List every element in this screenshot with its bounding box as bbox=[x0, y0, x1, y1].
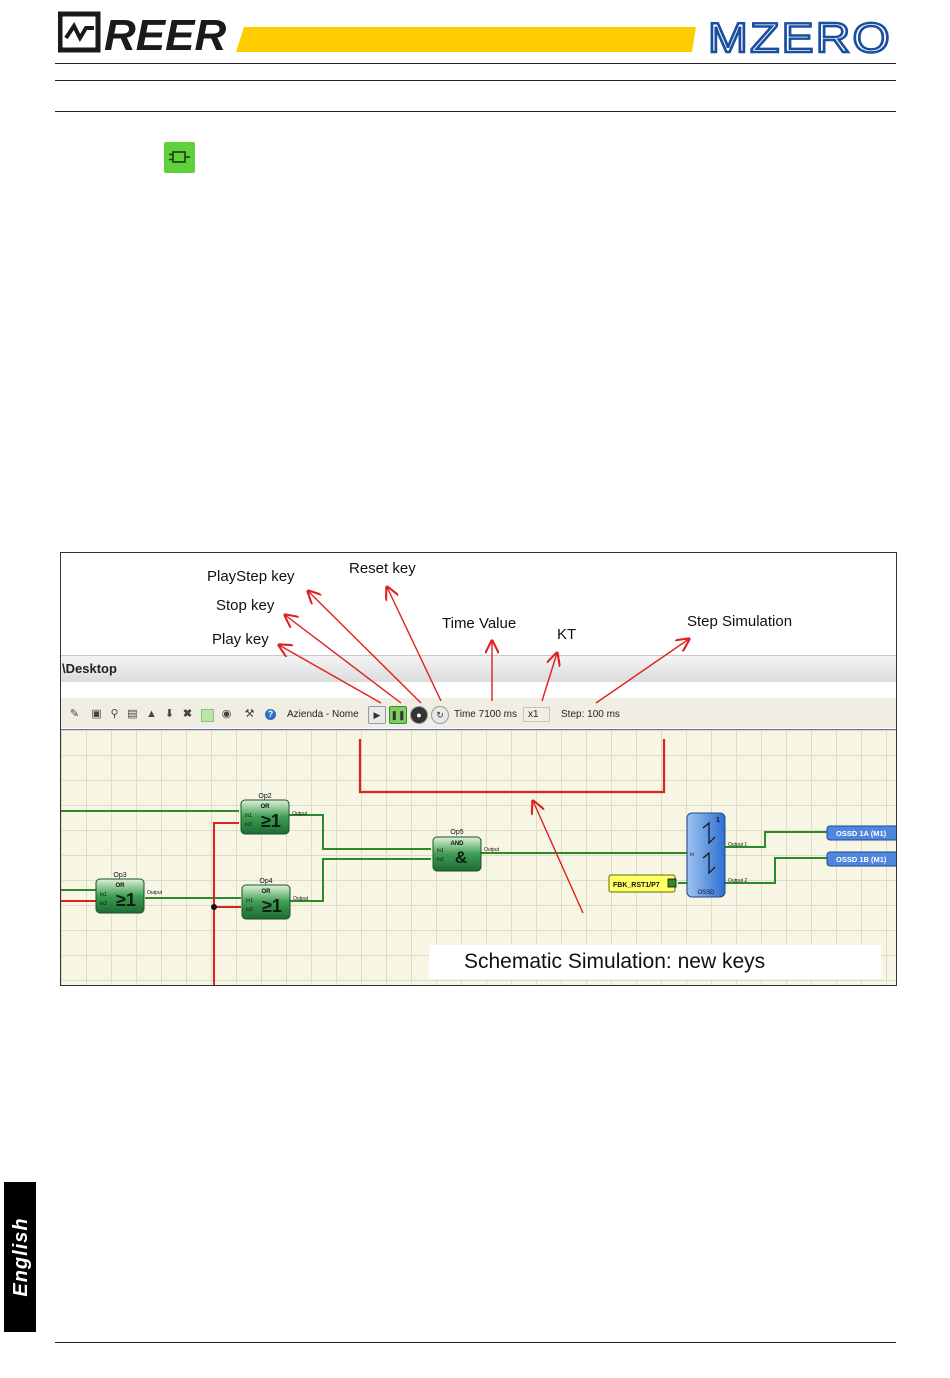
op5-in1: In1 bbox=[437, 848, 444, 854]
op2-out: Output bbox=[292, 811, 308, 817]
company-name: Azienda - Nome bbox=[287, 709, 359, 720]
reer-logo: REER bbox=[57, 8, 233, 60]
op3-type: OR bbox=[116, 883, 126, 889]
playstep-button[interactable]: ❚❚ bbox=[389, 706, 407, 724]
clipboard-icon[interactable]: ▤ bbox=[127, 708, 138, 720]
ossd-out2: Output 2 bbox=[728, 878, 747, 884]
callout-reset: Reset key bbox=[349, 560, 416, 577]
callout-play: Play key bbox=[212, 631, 269, 648]
op4-type: OR bbox=[262, 889, 272, 895]
ossd-in: In bbox=[690, 852, 694, 858]
mzero-logo: MZERO bbox=[707, 13, 894, 62]
window-title: \Desktop bbox=[62, 661, 117, 676]
header-accent-bar bbox=[236, 27, 696, 52]
tools-icon[interactable]: ⚒ bbox=[244, 708, 255, 720]
ossd-name: OSSD bbox=[697, 890, 715, 896]
fbk-label: FBK_RST1/P7 bbox=[613, 882, 660, 889]
op2-type: OR bbox=[261, 804, 271, 810]
zoom-icon[interactable]: ⚲ bbox=[110, 708, 119, 720]
op5-name: Op5 bbox=[450, 829, 463, 836]
simulation-screenshot-figure: \Desktop ✎ ▣ ⚲ ▤ ▲ ⬇ ✖ ◉ ⚒ ? Azienda - N… bbox=[60, 552, 897, 986]
ossd-block[interactable]: 1 OSSD In Output 1 Output 2 bbox=[686, 812, 747, 898]
op2-symbol: ≥1 bbox=[261, 811, 281, 831]
ossd-num: 1 bbox=[716, 817, 720, 824]
keys-bracket bbox=[358, 739, 666, 794]
schematic-drawing: Op2 OR ≥1 In1 In2 Output Op3 OR ≥1 In1 I… bbox=[61, 553, 896, 985]
figure-caption-text: Schematic Simulation: new keys bbox=[464, 950, 766, 973]
help-icon[interactable]: ? bbox=[265, 709, 276, 720]
op4-name: Op4 bbox=[259, 878, 272, 885]
play-button[interactable]: ▶ bbox=[368, 706, 386, 724]
upload-icon[interactable]: ▲ bbox=[146, 708, 157, 720]
op2-name: Op2 bbox=[258, 793, 271, 800]
op2-in1: In1 bbox=[245, 813, 252, 819]
op5-type: AND bbox=[451, 841, 465, 847]
op3-out: Output bbox=[147, 890, 163, 896]
record-icon[interactable]: ◉ bbox=[221, 708, 232, 720]
op5-out: Output bbox=[484, 847, 500, 853]
callout-kt: KT bbox=[557, 626, 577, 643]
op3-block[interactable]: Op3 OR ≥1 In1 In2 Output bbox=[95, 872, 163, 914]
simulation-toolbar bbox=[61, 698, 896, 728]
header-rule-3 bbox=[55, 111, 896, 112]
fbk-input[interactable]: FBK_RST1/P7 bbox=[608, 874, 677, 893]
download-icon[interactable]: ⬇ bbox=[164, 708, 175, 720]
ossd-out1: Output 1 bbox=[728, 842, 747, 848]
callout-playstep: PlayStep key bbox=[207, 568, 295, 585]
output-ossd-1b[interactable]: OSSD 1B (M1) bbox=[826, 851, 896, 867]
select-icon[interactable] bbox=[201, 709, 214, 722]
op4-in1: In1 bbox=[246, 898, 253, 904]
op5-block[interactable]: Op5 AND & In1 In2 Output bbox=[432, 829, 500, 872]
footer-rule bbox=[55, 1342, 896, 1343]
window-titlebar bbox=[61, 655, 896, 682]
callout-stop: Stop key bbox=[216, 597, 275, 614]
op5-symbol: & bbox=[455, 848, 467, 867]
language-tab: English bbox=[4, 1182, 36, 1332]
callout-step-simulation: Step Simulation bbox=[687, 613, 793, 630]
reset-button[interactable]: ↻ bbox=[431, 706, 449, 724]
figure-caption: Schematic Simulation: new keys bbox=[429, 945, 881, 979]
op2-in2: In2 bbox=[245, 822, 252, 828]
op3-in2: In2 bbox=[100, 901, 107, 907]
delete-icon[interactable]: ✖ bbox=[182, 708, 193, 720]
stop-button[interactable]: ● bbox=[410, 706, 428, 724]
header-rule-1 bbox=[55, 63, 896, 64]
op3-in1: In1 bbox=[100, 892, 107, 898]
output-ossd-1a[interactable]: OSSD 1A (M1) bbox=[826, 825, 896, 841]
out-a-label: OSSD 1A (M1) bbox=[836, 829, 887, 838]
product-text: MZERO bbox=[708, 19, 892, 55]
kt-select[interactable]: x1 bbox=[523, 707, 550, 722]
op4-out: Output bbox=[293, 896, 309, 902]
wand-icon[interactable]: ✎ bbox=[69, 708, 80, 720]
op5-in2: In2 bbox=[437, 857, 444, 863]
op2-block[interactable]: Op2 OR ≥1 In1 In2 Output bbox=[240, 793, 308, 835]
language-label: English bbox=[10, 1217, 32, 1297]
op4-in2: In2 bbox=[246, 907, 253, 913]
op3-name: Op3 bbox=[113, 872, 126, 879]
op4-symbol: ≥1 bbox=[262, 896, 282, 916]
op4-block[interactable]: Op4 OR ≥1 In1 In2 Output bbox=[241, 878, 309, 920]
time-value: Time 7100 ms bbox=[454, 709, 517, 720]
monitor-icon[interactable]: ▣ bbox=[91, 708, 102, 720]
step-value[interactable]: Step: 100 ms bbox=[561, 709, 620, 720]
plug-icon[interactable] bbox=[164, 142, 195, 173]
header-rule-2 bbox=[55, 80, 896, 81]
callout-time-value: Time Value bbox=[442, 615, 517, 632]
op3-symbol: ≥1 bbox=[116, 890, 136, 910]
out-b-label: OSSD 1B (M1) bbox=[836, 855, 887, 864]
brand-text: REER bbox=[104, 11, 226, 56]
